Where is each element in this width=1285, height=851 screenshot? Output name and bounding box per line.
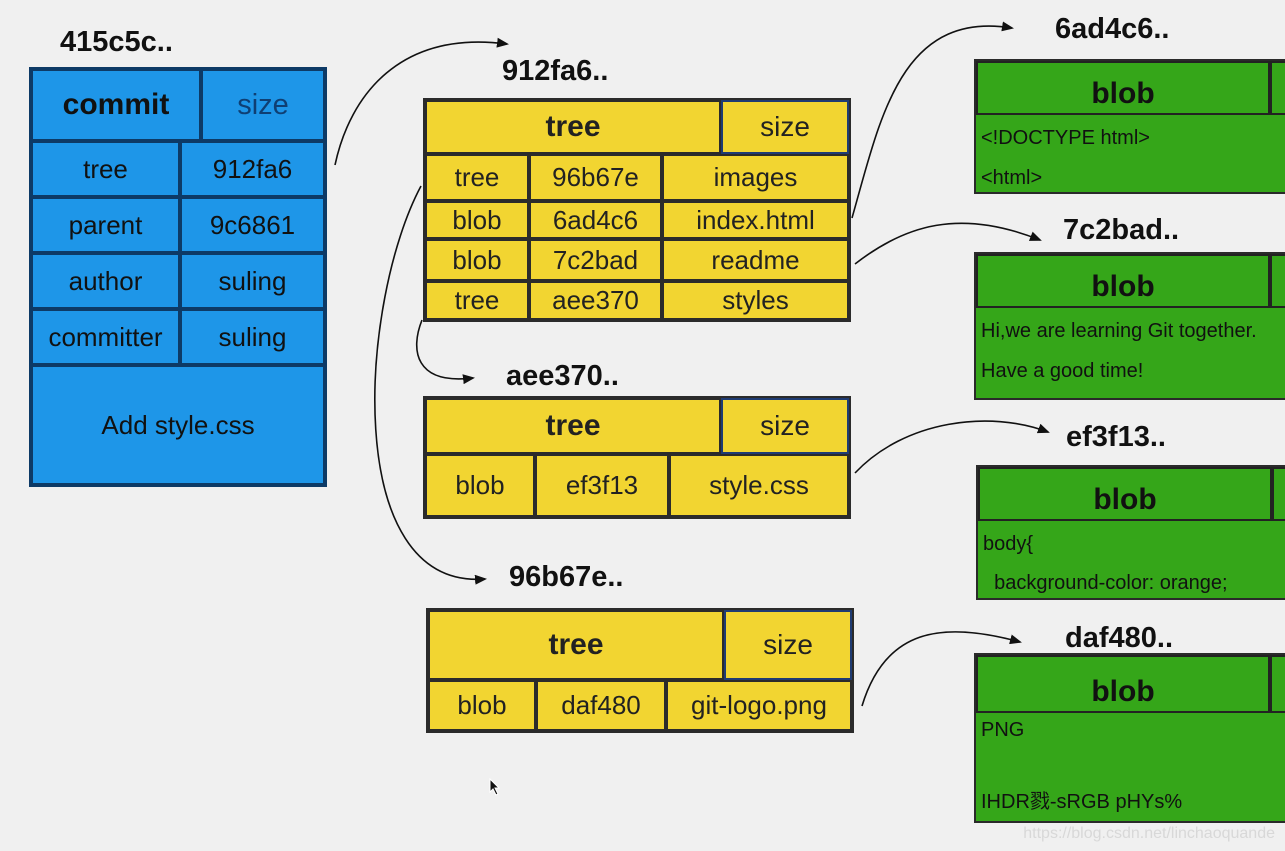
commit-field-key: author	[31, 253, 180, 309]
blob-header: blob	[976, 254, 1270, 308]
tree-header: tree	[425, 398, 721, 454]
entry-hash: aee370	[529, 281, 662, 320]
commit-field-row: author suling	[31, 253, 325, 309]
entry-name: index.html	[662, 201, 849, 239]
commit-header: commit	[31, 69, 201, 141]
commit-hash: 415c5c..	[60, 26, 173, 58]
arrow-commit-to-tree	[334, 37, 509, 166]
entry-hash: ef3f13	[535, 454, 669, 517]
tree-entry-row: blob 6ad4c6 index.html	[425, 201, 849, 239]
commit-field-row: parent 9c6861	[31, 197, 325, 253]
tree-entry-row: tree aee370 styles	[425, 281, 849, 320]
blob-size-cell	[1270, 655, 1285, 713]
entry-name: readme	[662, 239, 849, 281]
tree-size-label: size	[721, 100, 849, 154]
blob-header: blob	[976, 61, 1270, 115]
blob-content-line: Hi,we are learning Git together.	[981, 320, 1257, 342]
commit-field-key: parent	[31, 197, 180, 253]
blob-header: blob	[976, 655, 1270, 713]
arrow-tree-to-blob-index	[851, 21, 1014, 219]
blob-hash: daf480..	[1065, 622, 1173, 654]
tree-entry-row: blob 7c2bad readme	[425, 239, 849, 281]
entry-type: blob	[425, 454, 535, 517]
mouse-cursor-icon	[489, 778, 501, 796]
blob-content-line: background-color: orange;	[983, 572, 1228, 594]
entry-type: tree	[425, 154, 529, 201]
entry-name: images	[662, 154, 849, 201]
arrow-tree-to-subtree-styles	[415, 319, 475, 385]
blob-object: blob <!DOCTYPE html> <html>	[974, 59, 1285, 194]
blob-size-cell	[1272, 467, 1285, 521]
blob-hash: ef3f13..	[1066, 421, 1166, 453]
tree-object: tree size tree 96b67e images blob 6ad4c6…	[423, 98, 851, 322]
blob-content-line: Have a good time!	[981, 360, 1144, 382]
blob-content-line: <!DOCTYPE html>	[981, 127, 1150, 149]
commit-size-label: size	[201, 69, 325, 141]
entry-type: blob	[428, 680, 536, 731]
arrow-subtree-to-blob-css	[854, 420, 1050, 474]
commit-message: Add style.css	[31, 365, 325, 485]
commit-field-key: committer	[31, 309, 180, 365]
entry-name: styles	[662, 281, 849, 320]
commit-field-key: tree	[31, 141, 180, 197]
tree-entry-row: tree 96b67e images	[425, 154, 849, 201]
blob-object: blob PNG IHDR戮-sRGB pHYs%	[974, 653, 1285, 823]
arrow-tree-to-blob-readme	[854, 222, 1042, 265]
tree-header: tree	[428, 610, 724, 680]
blob-content-line: body{	[983, 533, 1034, 555]
blob-size-cell	[1270, 254, 1285, 308]
entry-hash: daf480	[536, 680, 666, 731]
entry-name: style.css	[669, 454, 849, 517]
tree-header: tree	[425, 100, 721, 154]
tree-entry-row: blob daf480 git-logo.png	[428, 680, 852, 731]
blob-content-line: <html>	[981, 167, 1043, 189]
tree-size-label: size	[724, 610, 852, 680]
blob-content-line: PNG	[981, 719, 1025, 741]
tree-object: tree size blob ef3f13 style.css	[423, 396, 851, 519]
arrow-subtree-to-blob-png	[861, 631, 1022, 707]
commit-field-value: suling	[180, 309, 325, 365]
commit-field-value: 9c6861	[180, 197, 325, 253]
blob-hash: 6ad4c6..	[1055, 13, 1170, 45]
commit-field-value: 912fa6	[180, 141, 325, 197]
entry-hash: 96b67e	[529, 154, 662, 201]
tree-size-label: size	[721, 398, 849, 454]
tree-object: tree size blob daf480 git-logo.png	[426, 608, 854, 733]
blob-content-line: IHDR戮-sRGB pHYs%	[981, 791, 1183, 813]
commit-field-row: committer suling	[31, 309, 325, 365]
tree-hash: 912fa6..	[502, 55, 609, 87]
commit-field-row: tree 912fa6	[31, 141, 325, 197]
blob-object: blob Hi,we are learning Git together. Ha…	[974, 252, 1285, 400]
watermark: https://blog.csdn.net/linchaoquande	[1023, 825, 1275, 842]
blob-header: blob	[978, 467, 1272, 521]
blob-size-cell	[1270, 61, 1285, 115]
tree-entry-row: blob ef3f13 style.css	[425, 454, 849, 517]
entry-type: blob	[425, 239, 529, 281]
tree-hash: 96b67e..	[509, 561, 624, 593]
entry-hash: 7c2bad	[529, 239, 662, 281]
commit-object: commit size tree 912fa6 parent 9c6861 au…	[29, 67, 327, 487]
blob-object: blob body{ background-color: orange;	[976, 465, 1285, 600]
entry-type: blob	[425, 201, 529, 239]
entry-name: git-logo.png	[666, 680, 852, 731]
commit-field-value: suling	[180, 253, 325, 309]
entry-hash: 6ad4c6	[529, 201, 662, 239]
arrow-tree-to-subtree-images	[374, 185, 487, 585]
tree-hash: aee370..	[506, 360, 619, 392]
blob-hash: 7c2bad..	[1063, 214, 1180, 246]
entry-type: tree	[425, 281, 529, 320]
